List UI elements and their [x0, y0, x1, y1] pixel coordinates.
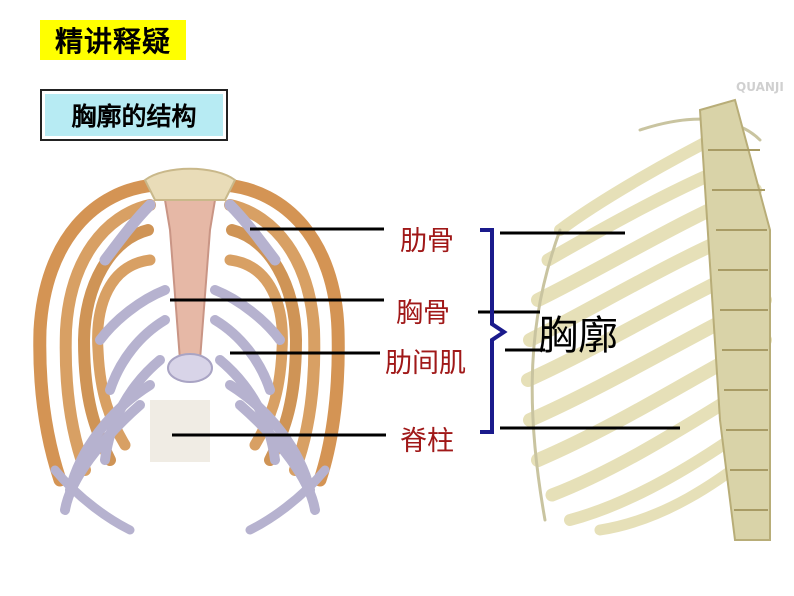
rib-label: 肋骨 — [400, 219, 454, 258]
intercostal-muscle-label: 肋间肌 — [385, 341, 466, 380]
spine-label: 脊柱 — [400, 419, 454, 458]
watermark: QUANJI — [736, 80, 784, 94]
sternum-label: 胸骨 — [396, 291, 450, 330]
thorax-group-label: 胸廓 — [538, 303, 618, 361]
bracket — [480, 230, 504, 432]
